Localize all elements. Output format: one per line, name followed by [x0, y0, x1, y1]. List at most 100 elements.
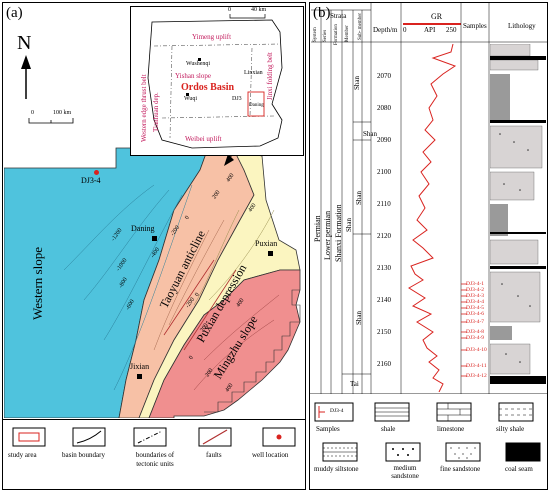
- panel-a-frame: [2, 2, 306, 490]
- system-permian: Permian: [313, 215, 322, 242]
- depth-2090: 2090: [377, 136, 391, 144]
- inset-wushenqi-label: Wushenqi: [186, 61, 211, 67]
- inset-tianhuan-label: Tianhuan dep.: [152, 92, 160, 132]
- tectonic-boundary-icon: [133, 427, 167, 447]
- inset-linxian-label: Linxian: [244, 70, 263, 76]
- depth-2140: 2140: [377, 296, 391, 304]
- lithology-column: [490, 44, 546, 392]
- silty-shale-icon: [498, 402, 534, 422]
- inset-wuqi-dot: [186, 93, 189, 96]
- sample-label: DJ3-4-1: [466, 281, 485, 287]
- depth-2080: 2080: [377, 104, 391, 112]
- inset-wuqi-label: Wuqi: [184, 96, 198, 102]
- legend-fine-sandstone: fine sandstone: [440, 465, 481, 473]
- inset-dj-label: DJ3: [232, 96, 242, 102]
- gr-curve: [408, 44, 457, 392]
- depth-2160: 2160: [377, 360, 391, 368]
- legend-study-area: study area: [8, 451, 37, 459]
- limestone-icon: [436, 402, 472, 422]
- submember-2: Shan: [363, 130, 377, 138]
- mingzhu-slope-region: [148, 269, 301, 418]
- inset-wushenqi-dot: [198, 58, 201, 61]
- muddy-siltstone-icon: [322, 442, 358, 462]
- member-shan: Shan: [345, 218, 353, 232]
- panel-a-legend: [2, 419, 306, 490]
- structural-map: [4, 147, 301, 418]
- gr-label: GR: [431, 12, 443, 21]
- sample-label: DJ3-4-5: [466, 305, 485, 311]
- inset-map: [130, 6, 304, 156]
- inset-yimeng-label: Yimeng uplift: [192, 33, 232, 41]
- north-arrow-icon: [21, 55, 31, 99]
- daning-marker: [152, 236, 157, 241]
- log-column-grid: [309, 2, 548, 394]
- series-lower-permian: Lower permian: [323, 210, 332, 260]
- scale-bar-inset: [229, 14, 266, 19]
- depth-2110: 2110: [377, 200, 391, 208]
- depth-2100: 2100: [377, 168, 391, 176]
- inset-weibei-label: Weibei uplift: [185, 135, 222, 143]
- scale-large-zero: 0: [31, 110, 34, 116]
- depth-2120: 2120: [377, 232, 391, 240]
- sample-label: DJ3-4-12: [466, 373, 487, 379]
- well-marker: [94, 170, 99, 175]
- sample-ticks: [461, 283, 467, 377]
- sample-label: DJ3-4-2: [466, 287, 485, 293]
- medium-sandstone-icon: [385, 442, 421, 462]
- legend-faults: faults: [206, 451, 222, 459]
- api-label: API: [424, 26, 436, 34]
- lithology-header: Lithology: [508, 22, 536, 30]
- submember-3: Shan: [355, 191, 363, 205]
- depth-2070: 2070: [377, 72, 391, 80]
- sample-label: DJ3-4-10: [466, 347, 487, 353]
- puxian-label: Puxian: [255, 239, 278, 248]
- legend-medium-sandstone: medium sandstone: [391, 464, 419, 480]
- sample-label: DJ3-4-9: [466, 335, 485, 341]
- gr-header-line: [403, 23, 461, 25]
- legend-limestone: limestone: [437, 425, 465, 433]
- formation-shanxi: Shanxi Formation: [334, 204, 343, 262]
- puxian-marker: [268, 251, 273, 256]
- shale-icon: [374, 402, 410, 422]
- legend-basin-boundary: basin boundary: [62, 451, 105, 459]
- study-area-icon: [12, 427, 46, 447]
- sample-label: DJ3-4-7: [466, 319, 485, 325]
- well-location-icon: [262, 427, 296, 447]
- api-max: 250: [446, 26, 457, 34]
- depth-header: Depth/m: [373, 26, 398, 34]
- legend-well-location: well location: [252, 451, 289, 459]
- taiyuan-label: Tai: [350, 380, 359, 388]
- basin-boundary-icon: [72, 427, 106, 447]
- well-label: DJ3-4: [81, 176, 101, 185]
- sample-label: DJ3-4-3: [466, 293, 485, 299]
- faults-icon: [198, 427, 232, 447]
- samples-legend-icon: [314, 402, 354, 422]
- inset-daning-label: Daning: [249, 103, 264, 108]
- western-slope-label: Western slope: [30, 247, 45, 320]
- api-min: 0: [403, 26, 407, 34]
- coal-seam-icon: [505, 442, 541, 462]
- jixian-marker: [137, 374, 142, 379]
- samples-header: Samples: [463, 22, 487, 30]
- scale-inset-text: 40 km: [251, 7, 267, 13]
- sample-label: DJ3-4-8: [466, 329, 485, 335]
- scale-large-text: 100 km: [53, 110, 72, 116]
- scale-inset-zero: 0: [228, 7, 231, 13]
- sample-label: DJ3-4-6: [466, 311, 485, 317]
- panel-a-label: (a): [6, 5, 23, 21]
- sample-label: DJ3-4-11: [466, 363, 487, 369]
- depth-2130: 2130: [377, 264, 391, 272]
- legend-shale: shale: [381, 425, 396, 433]
- scale-bar-large: [28, 118, 74, 124]
- legend-coal-seam: coal seam: [505, 465, 533, 473]
- depth-2150: 2150: [377, 328, 391, 336]
- north-label: N: [17, 32, 32, 54]
- panel-b-label: (b): [313, 5, 331, 21]
- inset-western-thrust-label: Western edge thrust belt: [140, 74, 148, 142]
- legend-silty-shale: silty shale: [496, 425, 525, 433]
- inset-basin-outline: [147, 19, 283, 149]
- sample-label: DJ3-4-4: [466, 299, 485, 305]
- legend-tectonic-boundaries: boundaries of tectonic units: [135, 451, 175, 468]
- legend-samples: Samples: [316, 425, 340, 433]
- fine-sandstone-icon: [445, 442, 481, 462]
